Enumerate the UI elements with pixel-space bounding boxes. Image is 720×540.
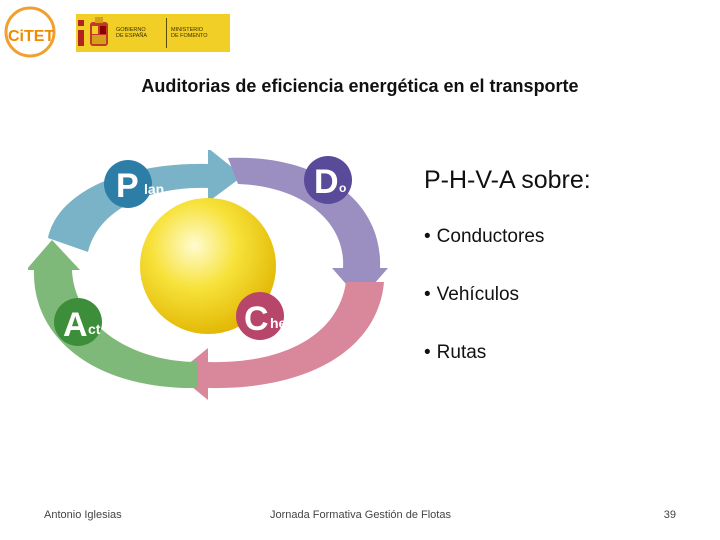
act-rest: ct: [88, 321, 101, 337]
footer-author: Antonio Iglesias: [44, 509, 122, 521]
plan-rest: lan: [144, 181, 164, 197]
check-badge: [236, 292, 284, 340]
do-rest: o: [339, 181, 346, 195]
bullet-text: Rutas: [436, 342, 487, 363]
check-letter: C: [244, 300, 269, 338]
bullet-text: Vehículos: [436, 284, 520, 305]
do-letter: D: [314, 163, 339, 201]
gobierno-logo: GOBIERNO DE ESPAÑA MINISTERIO DE FOMENTO: [76, 14, 230, 52]
bullet-item: • Rutas: [424, 342, 704, 400]
citet-logo: CiTET: [4, 6, 64, 60]
plan-badge: [104, 160, 152, 208]
do-arrow: [228, 157, 388, 300]
coat-of-arms-icon: [78, 17, 108, 46]
plan-letter: P: [116, 167, 139, 205]
bullet-text: Conductores: [436, 226, 545, 247]
plan-arrow: [48, 150, 243, 252]
check-rest: heck: [270, 315, 302, 331]
center-sphere: [140, 198, 276, 334]
bullet-dot-icon: •: [424, 226, 431, 247]
act-letter: A: [63, 306, 88, 344]
do-badge: [304, 156, 352, 204]
act-badge: [54, 298, 102, 346]
gov-divider: [166, 18, 167, 48]
ministerio-text: MINISTERIO DE FOMENTO: [171, 26, 208, 40]
gobierno-text: GOBIERNO DE ESPAÑA: [116, 26, 148, 40]
bullet-dot-icon: •: [424, 284, 431, 305]
bullet-item: • Conductores: [424, 226, 704, 284]
check-arrow: [176, 282, 384, 400]
content-panel: P-H-V-A sobre: • Conductores • Vehículos…: [424, 166, 704, 400]
page-number: 39: [663, 509, 676, 521]
bullet-dot-icon: •: [424, 342, 431, 363]
content-subtitle: P-H-V-A sobre:: [424, 166, 591, 194]
svg-text:CiTET: CiTET: [8, 28, 54, 45]
pdca-cycle-diagram: P lan D o C heck A ct: [28, 150, 388, 400]
slide-title: Auditorias de eficiencia energética en e…: [141, 76, 579, 96]
bullet-item: • Vehículos: [424, 284, 704, 342]
act-arrow: [28, 240, 198, 389]
footer-event: Jornada Formativa Gestión de Flotas: [270, 509, 451, 521]
